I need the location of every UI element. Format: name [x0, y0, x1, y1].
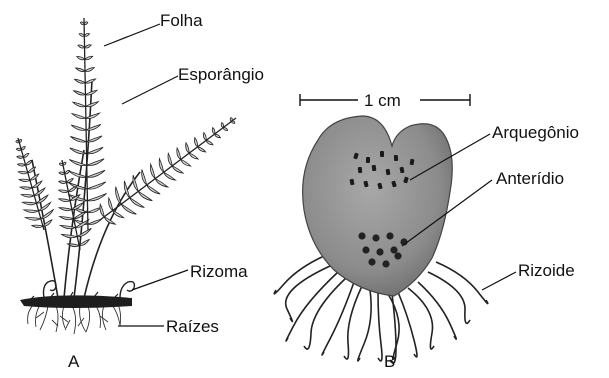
frond-left: [16, 138, 54, 230]
archegonium: [366, 157, 370, 163]
rhizoid: [286, 272, 338, 341]
frond-right: [100, 118, 236, 225]
rhizoid: [286, 266, 330, 321]
fronds: [16, 18, 236, 250]
label-rizoide: Rizoide: [518, 261, 575, 280]
rhizoid: [274, 256, 324, 294]
panel-label-a: A: [68, 352, 80, 371]
leader-lines-a: [104, 24, 188, 326]
roots: [28, 304, 121, 334]
scale-label: 1 cm: [364, 91, 401, 110]
antheridium: [394, 252, 401, 259]
label-esporangio: Esporângio: [178, 65, 264, 84]
rhizoid: [428, 272, 470, 323]
rhizoid: [408, 288, 434, 349]
label-arquegonio: Arquegônio: [492, 123, 579, 142]
rhizome: [20, 292, 132, 308]
rhizoid: [344, 286, 362, 359]
archegonium: [358, 167, 363, 173]
antheridium: [372, 234, 379, 241]
antheridium: [368, 258, 375, 265]
rhizoid: [398, 292, 417, 357]
label-anteridio: Anterídio: [496, 169, 564, 188]
antheridium: [358, 232, 365, 239]
label-rizoma: Rizoma: [190, 262, 248, 281]
antheridium: [362, 246, 369, 253]
label-raizes: Raízes: [166, 317, 219, 336]
label-folha: Folha: [160, 11, 203, 30]
panel-label-b: B: [384, 352, 395, 371]
antheridium: [390, 246, 397, 253]
archegonium: [394, 155, 398, 161]
archegonium: [372, 165, 377, 171]
rhizoid: [378, 292, 382, 361]
rhizoid: [418, 282, 456, 339]
archegonium: [380, 151, 384, 157]
antheridium: [376, 248, 383, 255]
antheridium: [386, 232, 393, 239]
rhizoid: [358, 290, 371, 361]
fiddlehead-left: [44, 281, 57, 298]
rhizoid: [322, 282, 354, 355]
antheridium: [382, 260, 389, 267]
rhizoid: [304, 278, 346, 349]
